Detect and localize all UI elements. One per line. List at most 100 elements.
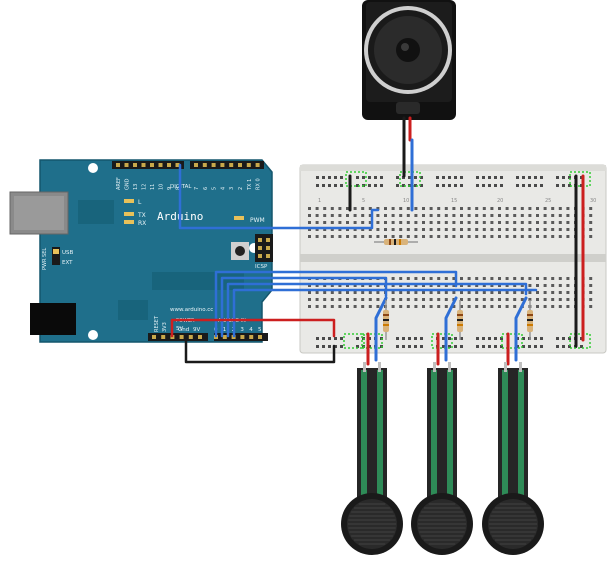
breadboard-hole: [323, 305, 327, 308]
breadboard-hole: [513, 235, 517, 238]
breadboard-hole: [498, 291, 501, 294]
breadboard-hole: [399, 305, 403, 308]
breadboard-hole: [422, 221, 425, 224]
connected-holes: [501, 333, 523, 349]
rail-hole: [442, 184, 445, 187]
rail-hole: [500, 345, 503, 348]
rail-hole: [488, 345, 491, 348]
breadboard-hole: [353, 305, 357, 308]
breadboard-hole: [346, 291, 349, 294]
breadboard-hole: [551, 228, 555, 231]
breadboard-hole: [353, 284, 357, 287]
breadboard-hole: [558, 284, 562, 287]
breadboard-hole: [361, 214, 365, 217]
breadboard-hole: [482, 298, 486, 301]
breadboard-hole: [505, 305, 509, 308]
rail-hole: [340, 176, 343, 179]
breadboard-hole: [520, 221, 524, 224]
breadboard-hole: [513, 214, 517, 217]
rail-hole: [442, 337, 445, 340]
breadboard-hole: [422, 284, 425, 287]
breadboard-hole: [315, 305, 319, 308]
pwr-led-label: PWM: [250, 217, 265, 224]
rail-hole: [408, 345, 411, 348]
breadboard-hole: [528, 214, 532, 217]
rail-hole: [534, 345, 537, 348]
breadboard-hole: [361, 221, 365, 224]
breadboard-hole: [444, 207, 448, 210]
analog-pin: [258, 335, 262, 339]
rail-hole: [562, 176, 565, 179]
breadboard-hole: [452, 305, 456, 308]
breadboard-hole: [437, 277, 441, 280]
breadboard-hole: [315, 214, 319, 217]
breadboard-hole: [308, 214, 311, 217]
breadboard-hole: [399, 291, 403, 294]
digital-pin: [167, 163, 171, 167]
breadboard-hole: [384, 214, 387, 217]
breadboard-hole: [399, 207, 403, 210]
col-mark: 25: [545, 198, 551, 204]
breadboard-hole: [505, 291, 509, 294]
digital-pin-label: 13: [133, 184, 139, 190]
wire-sensor2-signal: [444, 296, 458, 362]
breadboard-hole: [528, 298, 532, 301]
breadboard-hole: [437, 214, 441, 217]
breadboard-hole: [520, 214, 524, 217]
breadboard-hole: [422, 298, 425, 301]
breadboard-hole: [558, 291, 562, 294]
mounting-hole: [88, 330, 98, 340]
rail-hole: [414, 345, 417, 348]
rail-hole: [316, 345, 319, 348]
breadboard-hole: [452, 221, 456, 224]
breadboard-hole: [520, 284, 524, 287]
col-mark: 5: [362, 198, 365, 204]
breadboard-hole: [543, 298, 547, 301]
wire-sensor1-signal: [374, 296, 388, 362]
breadboard-hole: [406, 305, 410, 308]
breadboard-hole: [452, 214, 456, 217]
rail-hole: [356, 345, 359, 348]
rail-hole: [396, 345, 399, 348]
breadboard-hole: [536, 228, 539, 231]
breadboard-hole: [429, 277, 433, 280]
resistor-sensor-2: [457, 300, 463, 340]
breadboard-hole: [391, 235, 395, 238]
breadboard-hole: [528, 291, 532, 294]
breadboard-hole: [490, 291, 494, 294]
breadboard-hole: [452, 291, 456, 294]
rail-hole: [454, 337, 457, 340]
power-pin: [161, 335, 166, 339]
breadboard-hole: [406, 214, 410, 217]
rail-hole: [534, 337, 537, 340]
breadboard-hole: [330, 207, 334, 210]
connected-holes: [343, 333, 365, 349]
breadboard-hole: [437, 298, 441, 301]
breadboard-hole: [429, 298, 433, 301]
breadboard-hole: [406, 228, 410, 231]
power-jack: [30, 303, 76, 335]
rail-hole: [482, 345, 485, 348]
breadboard-hole: [399, 221, 403, 224]
breadboard-hole: [482, 305, 486, 308]
rail-hole: [340, 184, 343, 187]
digital-pin: [141, 163, 146, 167]
breadboard-hole: [338, 305, 342, 308]
breadboard-hole: [338, 207, 342, 210]
breadboard-hole: [513, 291, 517, 294]
breadboard-hole: [475, 298, 479, 301]
rail-hole: [414, 176, 417, 179]
icsp-header: [255, 234, 273, 262]
breadboard-hole: [589, 291, 593, 294]
breadboard-hole: [505, 228, 509, 231]
power-pin: [198, 335, 202, 339]
breadboard-hole: [437, 284, 441, 287]
breadboard-hole: [490, 284, 494, 287]
breadboard-hole: [429, 291, 433, 294]
breadboard-hole: [368, 291, 372, 294]
breadboard-hole: [338, 235, 342, 238]
digital-pin: [246, 163, 251, 167]
breadboard-hole: [558, 235, 562, 238]
rail-hole: [316, 337, 319, 340]
breadboard-hole: [566, 228, 570, 231]
